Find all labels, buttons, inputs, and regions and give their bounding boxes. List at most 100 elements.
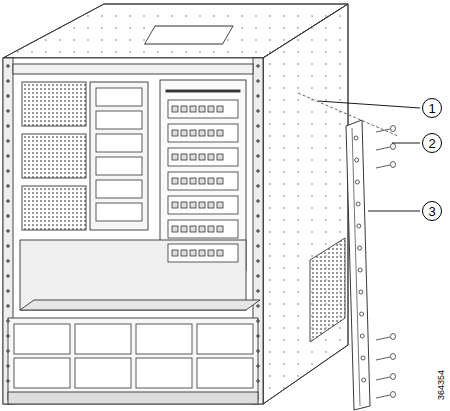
callout-number: 1 [428, 102, 435, 115]
port [172, 106, 178, 112]
screw-shank [376, 395, 390, 398]
bracket-hole [360, 334, 364, 338]
port [208, 130, 214, 136]
screw-head [391, 144, 396, 150]
port [181, 226, 187, 232]
hole [7, 320, 10, 323]
hole [7, 185, 10, 188]
hole [257, 290, 260, 293]
screw-head [391, 354, 396, 360]
hole [257, 110, 260, 113]
line-card [168, 124, 238, 142]
hole [257, 200, 260, 203]
hole [7, 365, 10, 368]
port [172, 226, 178, 232]
line-card [168, 244, 238, 262]
hole [257, 230, 260, 233]
screw-head [391, 374, 396, 380]
bracket-hole [361, 356, 365, 360]
screw-head [391, 162, 396, 168]
screw-head [391, 392, 396, 398]
hole [257, 95, 260, 98]
port [172, 130, 178, 136]
port [181, 250, 187, 256]
hole [7, 170, 10, 173]
port [199, 106, 205, 112]
power-supply [14, 358, 70, 388]
callout-number: 2 [428, 137, 435, 150]
port [208, 106, 214, 112]
bracket-hole [356, 202, 360, 206]
hole [257, 380, 260, 383]
line-card [168, 148, 238, 166]
callout-circle: 1 [422, 98, 442, 118]
hole [7, 290, 10, 293]
port [181, 106, 187, 112]
port [199, 250, 205, 256]
hole [257, 245, 260, 248]
port [199, 154, 205, 160]
power-supply [136, 358, 192, 388]
hole [7, 125, 10, 128]
port [190, 202, 196, 208]
line-card [168, 172, 238, 190]
module-slot [96, 203, 142, 221]
hole [7, 155, 10, 158]
hole [7, 245, 10, 248]
hole [7, 380, 10, 383]
port [199, 130, 205, 136]
line-card [168, 220, 238, 238]
power-supply [197, 358, 253, 388]
hole [257, 335, 260, 338]
bracket-hole [360, 312, 364, 316]
hole [257, 65, 260, 68]
hole [257, 140, 260, 143]
bracket-hole [358, 246, 362, 250]
port [199, 226, 205, 232]
port [172, 178, 178, 184]
hole [7, 200, 10, 203]
port [181, 130, 187, 136]
hole [7, 140, 10, 143]
screw-shank [376, 377, 390, 380]
callout-circle: 2 [422, 133, 442, 153]
hole [257, 215, 260, 218]
power-supply [197, 324, 253, 354]
module-slot [96, 88, 142, 106]
hole [7, 335, 10, 338]
hole [7, 260, 10, 263]
power-supply [136, 324, 192, 354]
hole [257, 185, 260, 188]
power-supply [14, 324, 70, 354]
hole [7, 110, 10, 113]
hole [7, 275, 10, 278]
hole [257, 305, 260, 308]
screw-shank [376, 357, 390, 360]
port [181, 154, 187, 160]
hole [7, 230, 10, 233]
port [190, 250, 196, 256]
port [181, 178, 187, 184]
screw-shank [376, 337, 390, 340]
hole [257, 350, 260, 353]
port [217, 202, 223, 208]
hole [7, 95, 10, 98]
module-slot [96, 134, 142, 152]
hole [257, 275, 260, 278]
port [208, 154, 214, 160]
bracket-hole [362, 378, 366, 382]
line-card [168, 100, 238, 118]
hole [257, 170, 260, 173]
hole [257, 260, 260, 263]
port [199, 178, 205, 184]
port [208, 226, 214, 232]
port [208, 202, 214, 208]
port [217, 226, 223, 232]
hole [257, 125, 260, 128]
port [217, 250, 223, 256]
callout-circle: 3 [422, 201, 442, 221]
hole [7, 350, 10, 353]
bracket-hole [355, 158, 359, 162]
port [172, 250, 178, 256]
